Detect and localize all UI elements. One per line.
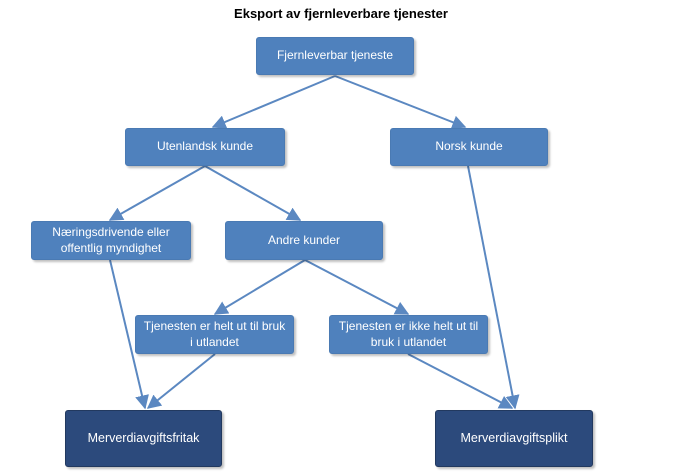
arrow-fjernleverbar-to-norsk bbox=[334, 75, 467, 129]
arrow-utenlandsk-to-andre bbox=[204, 165, 302, 221]
node-label: Utenlandsk kunde bbox=[156, 139, 254, 154]
arrow-utenlandsk-to-naeringsdrivende bbox=[108, 165, 206, 221]
node-merverdiavgiftsfritak: Merverdiavgiftsfritak bbox=[65, 410, 222, 467]
arrow-andre-to-helt-ut bbox=[213, 259, 306, 315]
node-label: Merverdiavgiftsplikt bbox=[460, 431, 568, 446]
node-label: Tjenesten er helt ut til bruk i utlandet bbox=[143, 318, 286, 349]
node-helt-ut-til-bruk-i-utlandet: Tjenesten er helt ut til bruk i utlandet bbox=[135, 315, 294, 354]
node-label: Næringsdrivende eller offentlig myndighe… bbox=[52, 224, 170, 255]
arrow-norsk-to-plikt bbox=[467, 165, 520, 410]
node-ikke-helt-ut-til-bruk-i-utlandet: Tjenesten er ikke helt ut til bruk i utl… bbox=[329, 315, 488, 354]
arrow-helt-ut-to-fritak bbox=[146, 353, 216, 409]
node-utenlandsk-kunde: Utenlandsk kunde bbox=[125, 128, 285, 166]
node-label: Norsk kunde bbox=[435, 139, 503, 154]
diagram-title: Eksport av fjernleverbare tjenester bbox=[234, 6, 448, 21]
arrow-ikke-helt-ut-to-plikt bbox=[407, 353, 514, 409]
node-label: Fjernleverbar tjeneste bbox=[276, 48, 394, 63]
node-label: Merverdiavgiftsfritak bbox=[87, 431, 200, 446]
node-label: Tjenesten er ikke helt ut til bruk i utl… bbox=[338, 318, 479, 349]
node-norsk-kunde: Norsk kunde bbox=[390, 128, 548, 166]
arrow-fjernleverbar-to-utenlandsk bbox=[211, 75, 336, 129]
node-naeringsdrivende: Næringsdrivende eller offentlig myndighe… bbox=[31, 221, 191, 260]
node-andre-kunder: Andre kunder bbox=[225, 221, 383, 260]
node-fjernleverbar-tjeneste: Fjernleverbar tjeneste bbox=[256, 37, 414, 75]
node-merverdiavgiftsplikt: Merverdiavgiftsplikt bbox=[435, 410, 593, 467]
arrow-naeringsdrivende-to-fritak bbox=[109, 259, 149, 410]
arrow-andre-to-ikke-helt-ut bbox=[304, 259, 410, 315]
node-label: Andre kunder bbox=[267, 232, 341, 247]
